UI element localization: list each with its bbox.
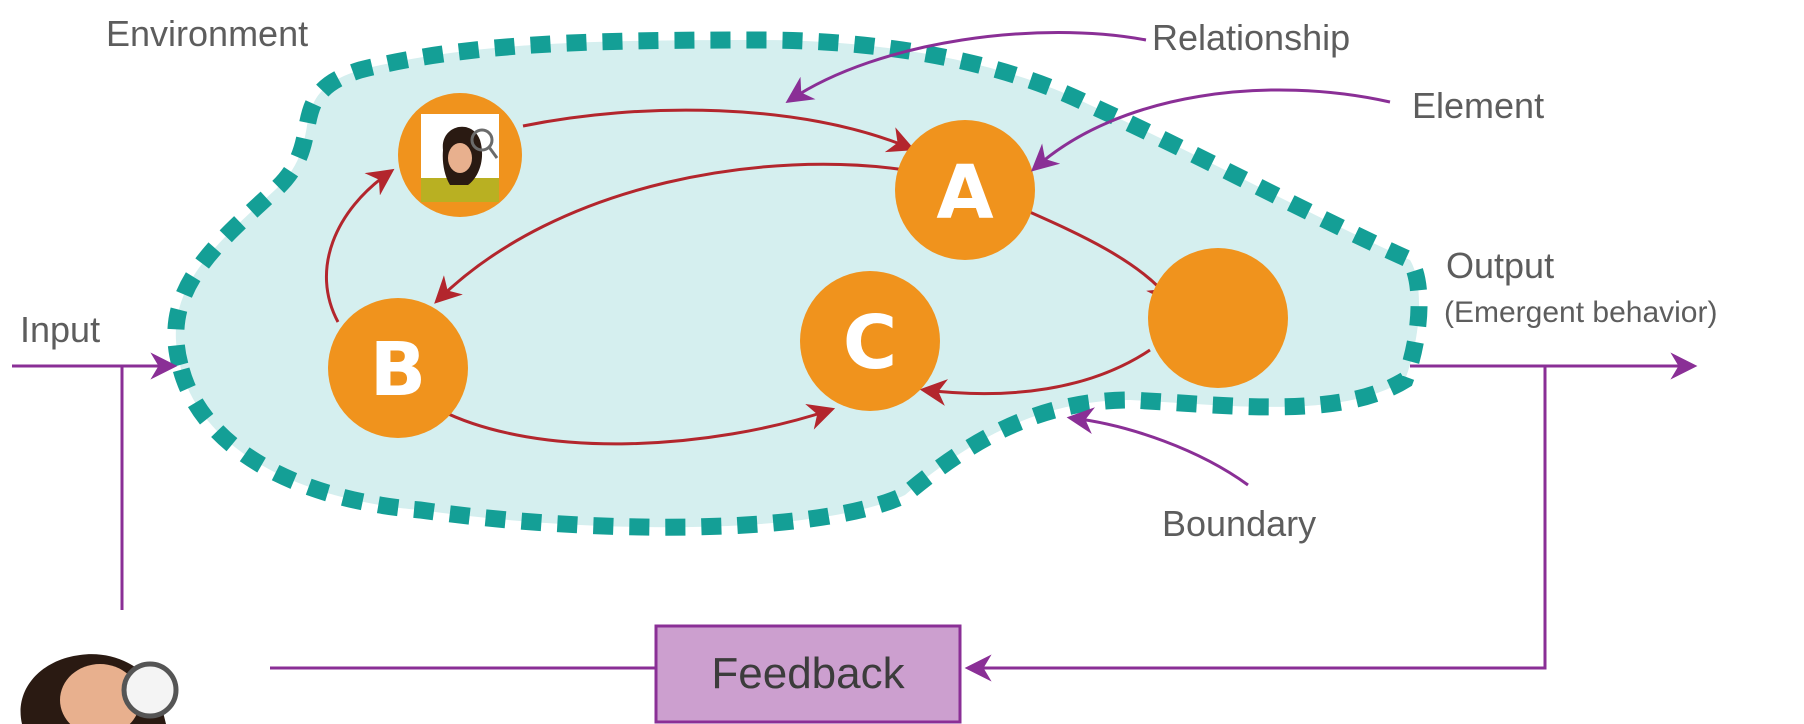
feedback-box bbox=[654, 624, 962, 724]
relationship-pointer bbox=[785, 31, 1147, 103]
arrow-a-to-b bbox=[434, 162, 906, 304]
node-c-label: C bbox=[843, 300, 897, 386]
relationship-label: Relationship bbox=[1152, 17, 1350, 58]
input-label: Input bbox=[20, 309, 100, 350]
node-b bbox=[328, 298, 468, 438]
node-a-label: A bbox=[936, 150, 993, 236]
arrow-right-to-c bbox=[919, 348, 1151, 406]
element-label: Element bbox=[1412, 85, 1544, 126]
element-pointer bbox=[1030, 88, 1391, 172]
arrow-b-to-topleft bbox=[324, 168, 395, 323]
feedback-return-line bbox=[964, 366, 1547, 682]
environment-label: Environment bbox=[106, 13, 308, 54]
emergent-behavior-label: (Emergent behavior) bbox=[1444, 296, 1717, 329]
boundary-label: Boundary bbox=[1162, 503, 1316, 544]
boundary-pointer bbox=[1066, 407, 1249, 487]
node-b-label: B bbox=[370, 327, 426, 413]
person-small-icon bbox=[421, 114, 499, 202]
node-a bbox=[895, 120, 1035, 260]
node-right bbox=[1148, 248, 1288, 388]
node-c bbox=[800, 271, 940, 411]
arrow-b-to-c bbox=[439, 404, 836, 446]
arrow-topleft-to-a bbox=[522, 108, 915, 153]
person-large-icon bbox=[20, 654, 179, 724]
feedback-label: Feedback bbox=[711, 649, 905, 698]
output-label: Output bbox=[1446, 245, 1554, 286]
